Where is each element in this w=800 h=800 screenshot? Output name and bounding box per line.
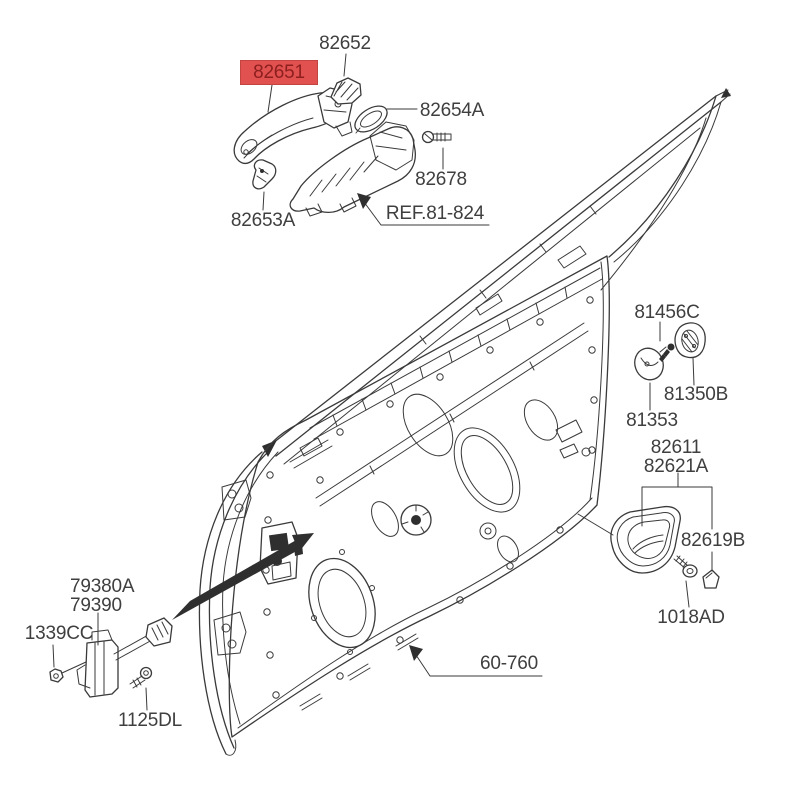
part-drawing-81456C	[659, 343, 675, 362]
part-label-82621A[interactable]: 82621A	[643, 456, 709, 477]
part-label-81456C[interactable]: 81456C	[634, 302, 700, 323]
part-label-81353[interactable]: 81353	[626, 410, 678, 431]
part-label-1339CC[interactable]: 1339CC	[24, 623, 94, 644]
part-label-79390[interactable]: 79390	[70, 595, 122, 616]
part-drawing-82619B	[702, 569, 720, 589]
part-drawing-1339CC	[49, 668, 64, 683]
part-drawing-82653A	[252, 159, 277, 190]
part-label-82678[interactable]: 82678	[415, 169, 467, 190]
part-drawing-82678	[421, 130, 452, 144]
part-label-82611[interactable]: 82611	[650, 437, 702, 458]
part-drawing-82652	[330, 77, 362, 105]
part-label-82651-text: 82651	[253, 61, 305, 83]
part-label-82619B[interactable]: 82619B	[680, 530, 746, 551]
part-drawing-82654A	[354, 105, 388, 134]
part-label-1125DL[interactable]: 1125DL	[118, 710, 182, 731]
part-label-82653A[interactable]: 82653A	[230, 210, 296, 231]
part-label-79380A[interactable]: 79380A	[70, 576, 135, 597]
ref-label-81-824[interactable]: REF.81-824	[385, 203, 485, 224]
part-drawing-1018AD	[673, 555, 698, 578]
window-frame	[262, 88, 731, 469]
part-label-1018AD[interactable]: 1018AD	[657, 607, 725, 628]
bold-pointer-arrow	[172, 533, 314, 620]
part-label-82654A[interactable]: 82654A	[419, 100, 485, 121]
part-drawing-82651	[233, 87, 353, 165]
part-drawing-handle-base-ref	[289, 121, 416, 217]
part-label-79380A-79390[interactable]: 79380A 79390	[70, 576, 135, 616]
part-label-82652[interactable]: 82652	[319, 33, 371, 54]
part-label-82651-highlighted[interactable]: 82651	[240, 60, 318, 85]
part-label-81350B[interactable]: 81350B	[663, 384, 729, 405]
part-label-82611-82621A[interactable]: 82611 82621A	[643, 437, 709, 477]
part-drawing-82611-82621A	[610, 505, 681, 574]
part-drawing-79380A-79390	[76, 617, 173, 698]
part-drawing-1125DL	[129, 666, 153, 689]
leader-lines	[52, 53, 713, 711]
group-label-60-760[interactable]: 60-760	[480, 653, 538, 674]
part-drawing-81350B	[674, 322, 706, 359]
door-outer-skin	[198, 449, 279, 756]
door-inner-panel	[228, 255, 610, 738]
part-drawing-81353	[634, 346, 667, 381]
